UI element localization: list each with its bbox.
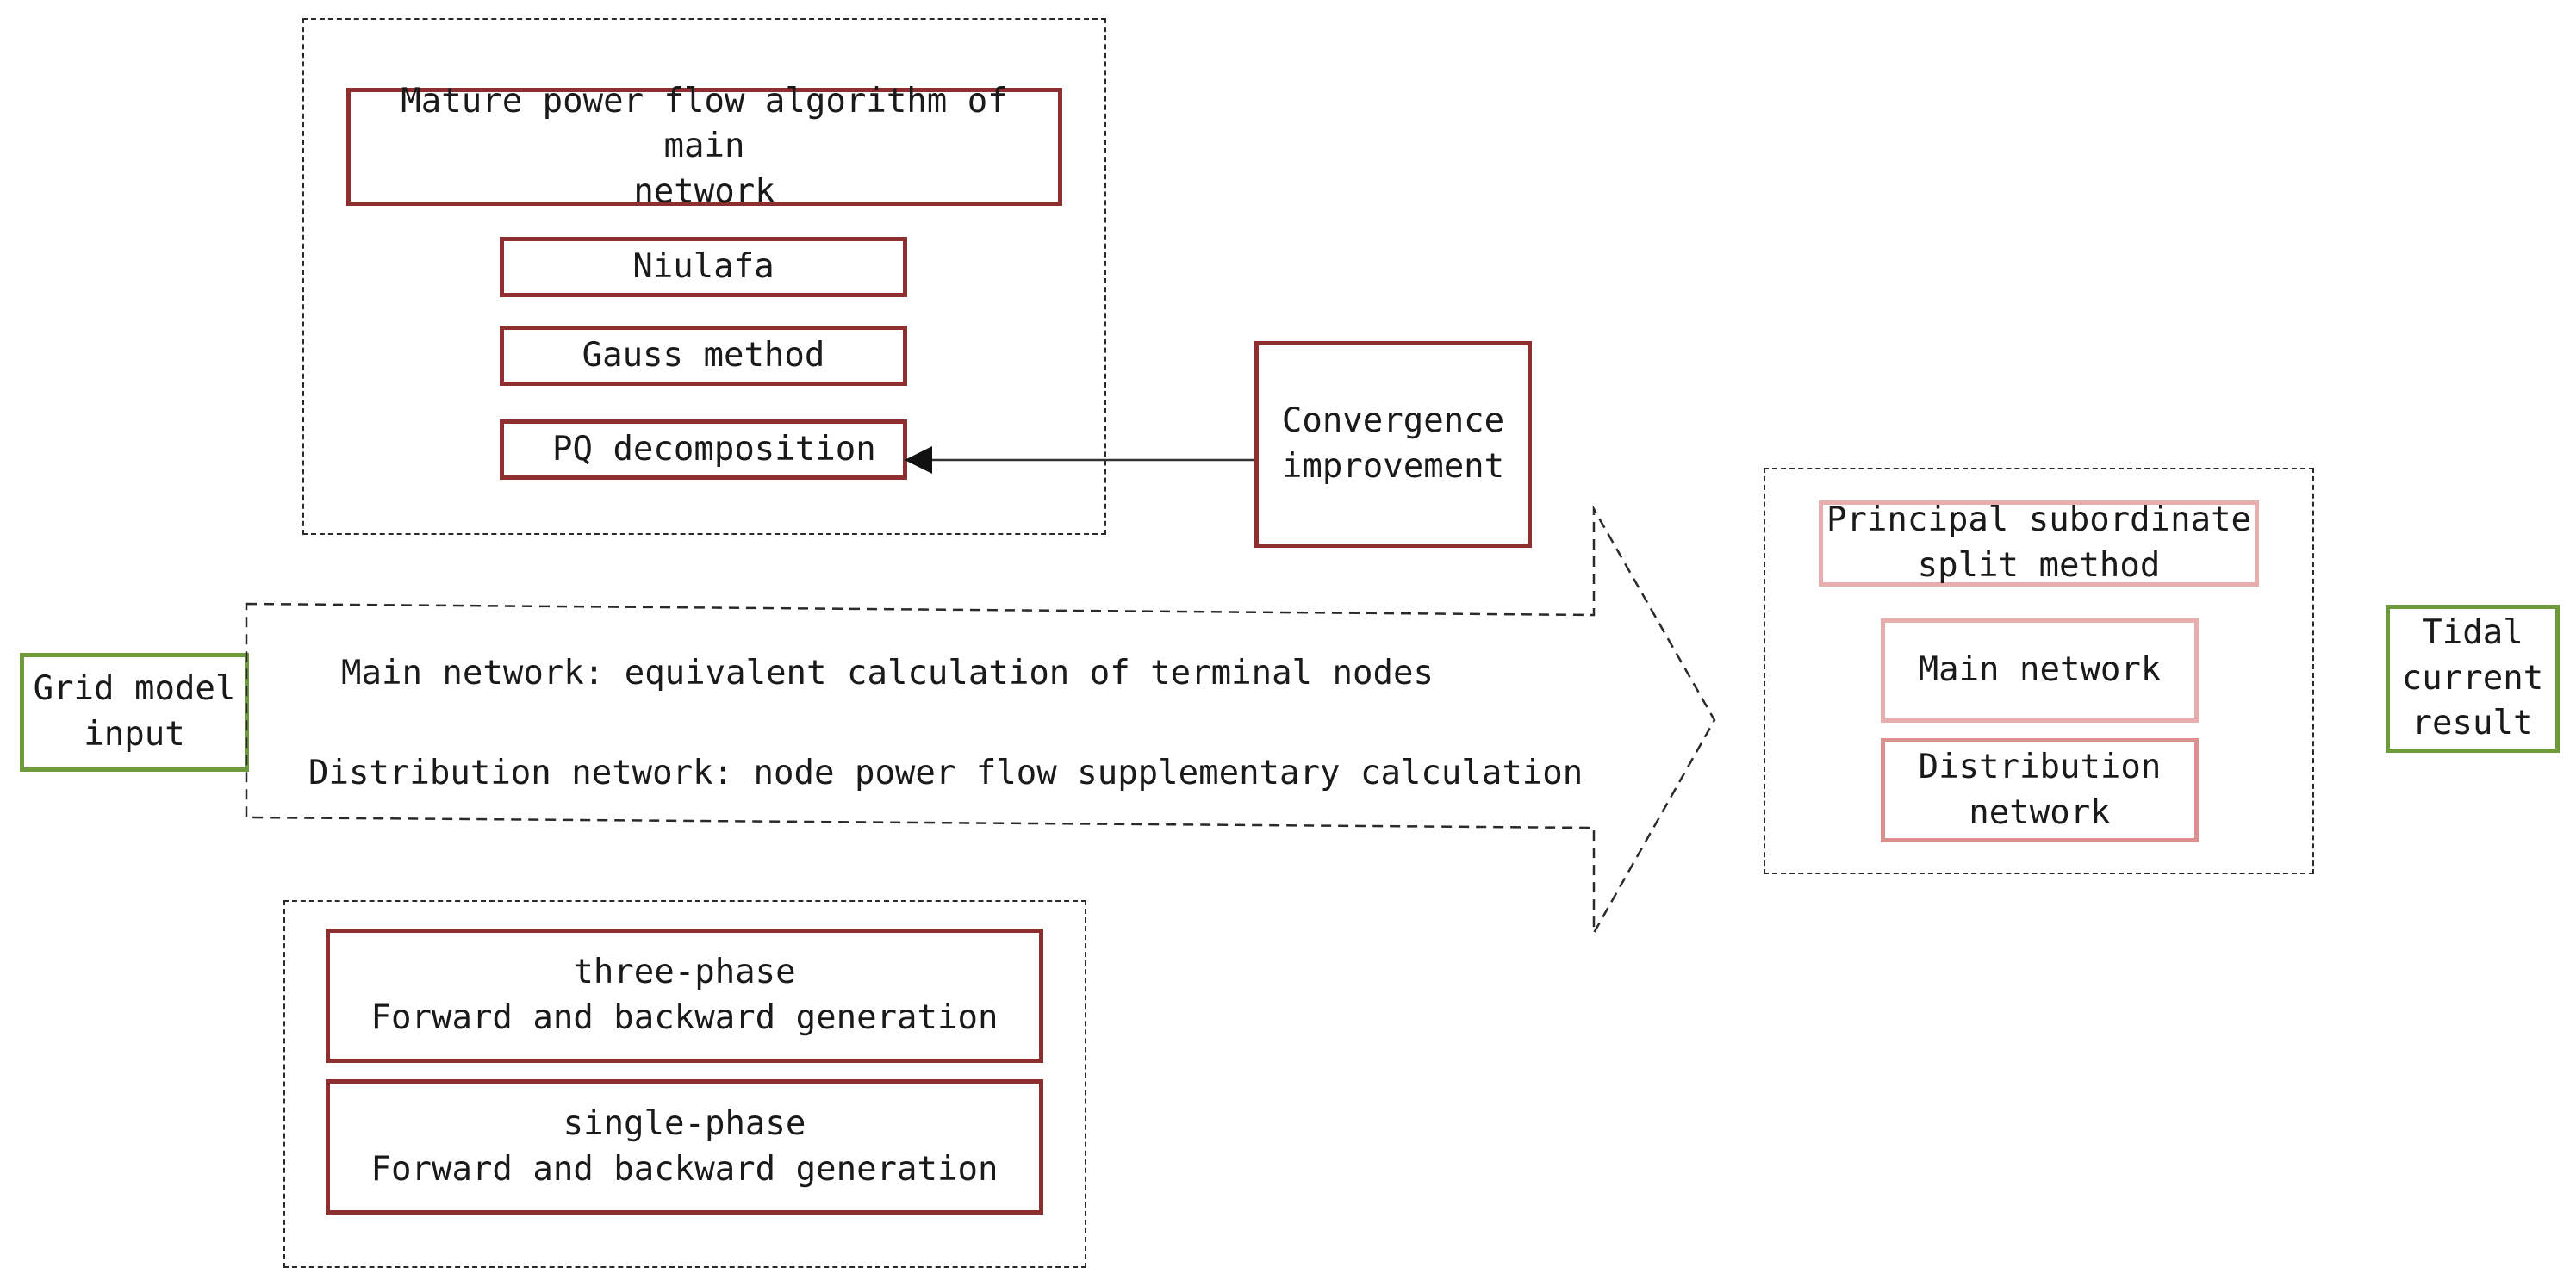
distribution-network-box: Distribution network <box>1881 738 2199 842</box>
split-method-group <box>1764 468 2314 874</box>
pq-decomposition-box: PQ decomposition <box>500 419 907 480</box>
niulafa-box: Niulafa <box>500 237 907 297</box>
main-network-calc-label: Main network: equivalent calculation of … <box>341 654 1434 693</box>
big-process-arrow <box>245 505 1716 937</box>
main-network-box: Main network <box>1881 618 2199 723</box>
split-method-title-box: Principal subordinate split method <box>1819 500 2259 587</box>
tidal-current-result-box: Tidal current result <box>2386 605 2560 753</box>
main-algorithm-title-box: Mature power flow algorithm of main netw… <box>346 82 1062 211</box>
distribution-network-calc-label: Distribution network: node power flow su… <box>308 754 1584 792</box>
three-phase-box: three-phase Forward and backward generat… <box>326 929 1043 1063</box>
single-phase-box: single-phase Forward and backward genera… <box>326 1079 1043 1215</box>
gauss-method-box: Gauss method <box>500 326 907 386</box>
grid-model-input-box: Grid model input <box>20 653 249 772</box>
convergence-improvement-box: Convergence improvement <box>1254 341 1532 548</box>
